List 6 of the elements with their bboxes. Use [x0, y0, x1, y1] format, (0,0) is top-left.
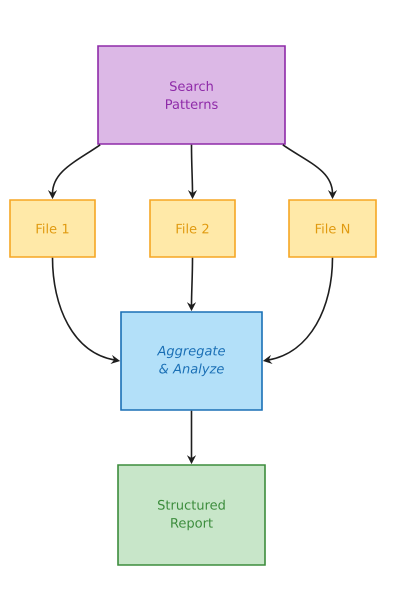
- output-box: Structured Report: [117, 464, 266, 566]
- file-box: File 1: [9, 199, 96, 258]
- file-box: File N: [288, 199, 377, 258]
- process-box: Search Patterns: [97, 45, 286, 145]
- file-box: File 2: [149, 199, 236, 258]
- process-box: Aggregate & Analyze: [120, 311, 263, 411]
